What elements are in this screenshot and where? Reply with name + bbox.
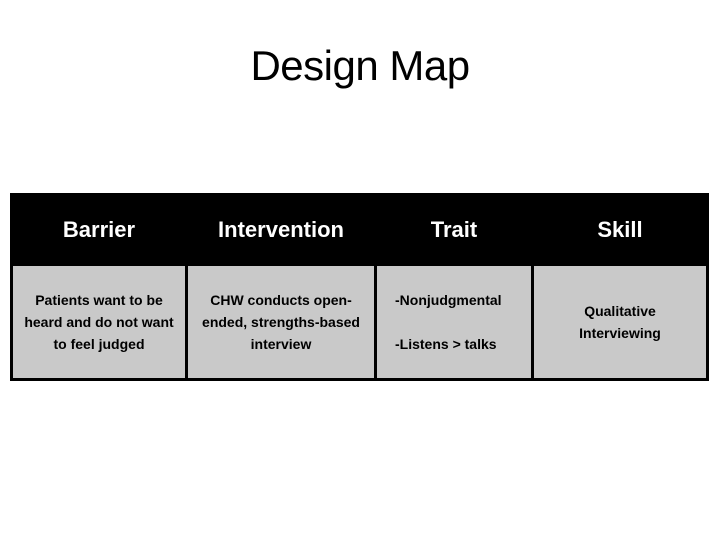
- header-cell-trait: Trait: [377, 196, 531, 263]
- header-cell-barrier: Barrier: [13, 196, 185, 263]
- header-cell-skill: Skill: [534, 196, 706, 263]
- design-map-table: Barrier Intervention Trait Skill Patient…: [10, 193, 709, 381]
- slide-title: Design Map: [250, 42, 470, 89]
- body-cell-barrier: Patients want to be heard and do not wan…: [13, 266, 185, 378]
- body-cell-trait: -Nonjudgmental -Listens > talks: [377, 266, 531, 378]
- header-label-intervention: Intervention: [218, 216, 344, 242]
- header-label-skill: Skill: [597, 216, 643, 242]
- body-text-trait: -Nonjudgmental -Listens > talks: [395, 292, 502, 352]
- body-text-skill: Qualitative Interviewing: [579, 303, 661, 341]
- header-label-barrier: Barrier: [62, 216, 136, 242]
- body-cell-skill: Qualitative Interviewing: [534, 266, 706, 378]
- header-cell-intervention: Intervention: [188, 196, 374, 263]
- body-text-intervention: CHW conducts open- ended, strengths-base…: [202, 292, 360, 352]
- body-text-barrier: Patients want to be heard and do not wan…: [24, 292, 174, 352]
- header-label-trait: Trait: [430, 216, 478, 242]
- body-cell-intervention: CHW conducts open- ended, strengths-base…: [188, 266, 374, 378]
